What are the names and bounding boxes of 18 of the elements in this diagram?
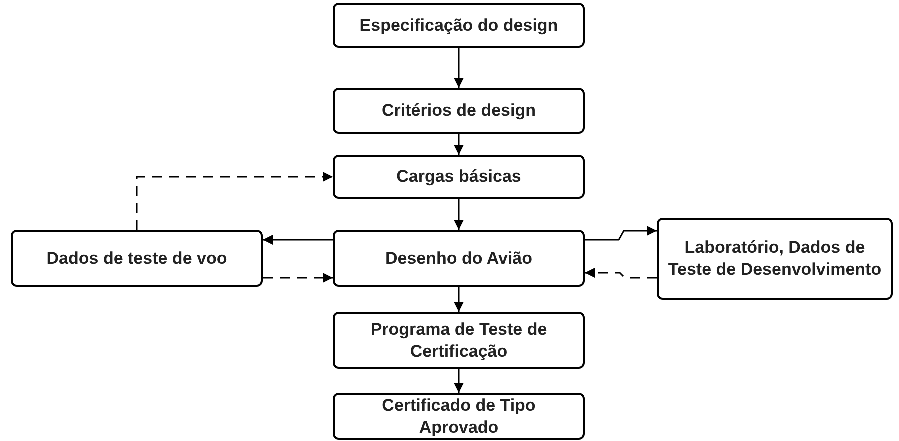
arrow (136, 172, 333, 230)
process-box: Desenho do Avião (333, 230, 585, 287)
arrow (263, 235, 333, 245)
process-box: Critérios de design (333, 88, 585, 134)
arrow (585, 226, 657, 241)
process-box: Programa de Teste de Certificação (333, 312, 585, 369)
arrow (454, 199, 464, 230)
arrow (263, 273, 333, 283)
process-box: Laboratório, Dados de Teste de Desenvolvimento (657, 218, 893, 300)
process-box: Dados de teste de voo (11, 230, 263, 287)
arrow (454, 48, 464, 88)
process-box: Cargas básicas (333, 155, 585, 199)
arrow (585, 268, 657, 279)
process-box: Certificado de Tipo Aprovado (333, 393, 585, 440)
arrow (454, 287, 464, 312)
arrow (454, 369, 464, 393)
arrow (454, 134, 464, 155)
process-box: Especificação do design (333, 3, 585, 48)
